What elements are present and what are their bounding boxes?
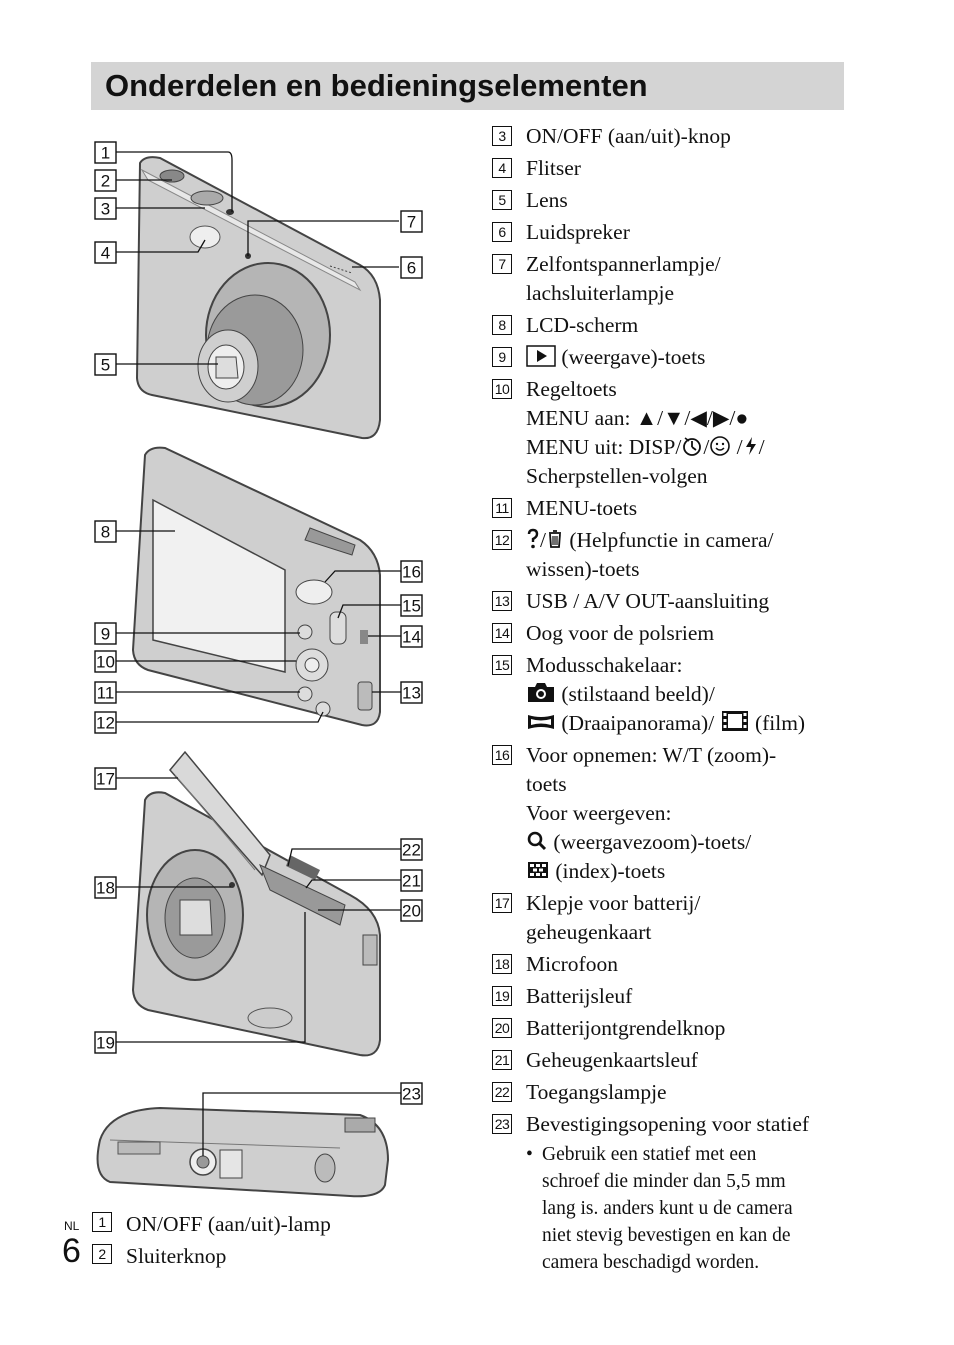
bullet-dot: • [526,1144,533,1165]
camera-battery-illustration [131,750,381,1057]
callout-8: 8 [94,520,117,543]
camera-back-illustration [131,446,381,727]
tripod-note: • Gebruik een statief met een schroef di… [526,1141,852,1276]
title-bar: Onderdelen en bedieningselementen [91,62,844,110]
svg-text:8: 8 [101,523,110,542]
svg-text:9: 9 [101,625,110,644]
callout-7: 7 [400,210,423,233]
callout-21: 21 [400,869,423,892]
callout-4: 4 [94,241,117,264]
help-icon [527,528,539,549]
svg-text:15: 15 [402,597,421,616]
callout-15: 15 [400,594,423,617]
svg-text:21: 21 [402,872,421,891]
flash-icon [745,437,756,455]
svg-text:4: 4 [101,244,110,263]
svg-text:3: 3 [101,200,110,219]
svg-text:1: 1 [101,144,110,163]
zoom-icon [527,831,547,851]
callout-13: 13 [400,681,423,704]
page-number: 6 [62,1232,81,1270]
svg-text:12: 12 [96,714,115,733]
svg-text:19: 19 [96,1034,115,1053]
callout-17: 17 [94,767,117,790]
svg-text:2: 2 [101,172,110,191]
svg-text:22: 22 [402,841,421,860]
svg-text:14: 14 [402,628,421,647]
callout-18: 18 [94,876,117,899]
index-icon [528,862,548,878]
svg-text:16: 16 [402,563,421,582]
callout-12: 12 [94,711,117,734]
callout-23: 23 [400,1082,423,1105]
part-10: 10 Regeltoets MENU aan: ▲/▼/◀/▶/● MENU u… [492,375,852,491]
callout-14: 14 [400,625,423,648]
svg-text:13: 13 [402,684,421,703]
callout-3: 3 [94,197,117,220]
callout-19: 19 [94,1031,117,1054]
svg-text:10: 10 [96,653,115,672]
svg-text:17: 17 [96,770,115,789]
svg-text:23: 23 [402,1085,421,1104]
part-9: 9 (weergave)-toets [492,343,852,372]
smile-icon [710,436,731,456]
callout-5: 5 [94,353,117,376]
callout-1: 1 [94,141,117,164]
page-title: Onderdelen en bedieningselementen [105,68,648,103]
callout-16: 16 [400,560,423,583]
leader-lines [116,151,401,1156]
svg-text:7: 7 [407,213,416,232]
svg-text:11: 11 [97,684,115,703]
panorama-icon [528,715,554,729]
language-label: NL [64,1219,80,1233]
svg-text:6: 6 [407,259,416,278]
svg-text:18: 18 [96,879,115,898]
movie-icon [721,711,748,731]
svg-text:20: 20 [402,902,421,921]
camera-mode-icon [528,683,554,702]
svg-text:5: 5 [101,356,110,375]
part-15: 15 Modusschakelaar: (stilstaand beeld)/ … [492,651,852,738]
camera-front-illustration [135,156,381,440]
camera-bottom-illustration [96,1106,390,1198]
callout-9: 9 [94,622,117,645]
part-16: 16 Voor opnemen: W/T (zoom)- toets Voor … [492,741,852,886]
self-timer-icon [683,437,702,456]
play-icon [526,345,556,367]
callout-20: 20 [400,899,423,922]
callout-2: 2 [94,169,117,192]
callout-11: 11 [94,681,117,704]
trash-icon [548,530,561,548]
callout-22: 22 [400,838,423,861]
callout-6: 6 [400,256,423,279]
callout-10: 10 [94,650,117,673]
part-12: 12 / (Helpfunctie in camera/ wissen)-toe… [492,526,852,584]
